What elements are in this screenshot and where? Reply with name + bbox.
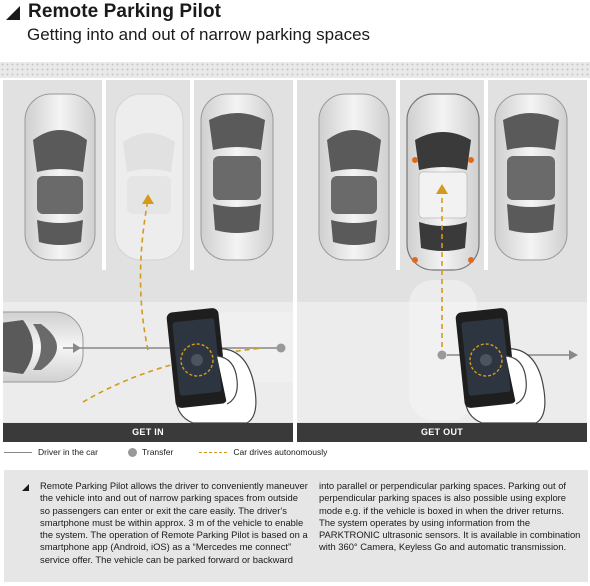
- parked-car-right: [494, 93, 568, 261]
- description-box: Remote Parking Pilot allows the driver t…: [4, 470, 588, 582]
- decorative-dotted-strip: [0, 62, 590, 78]
- hand-with-smartphone: [455, 308, 546, 424]
- legend-line-icon: [4, 451, 32, 453]
- get-out-label: GET OUT: [297, 423, 587, 442]
- moving-car-in-lane: [3, 311, 84, 383]
- hand-with-smartphone: [166, 308, 257, 424]
- parked-car-left: [318, 93, 390, 261]
- legend-dot-icon: [128, 447, 137, 457]
- legend-transfer: Transfer: [120, 447, 173, 457]
- legend-autonomous: Car drives autonomously: [195, 447, 327, 457]
- target-car-ghost: [114, 93, 184, 261]
- legend-dashed-line-icon: [199, 451, 228, 453]
- page-subtitle: Getting into and out of narrow parking s…: [27, 25, 371, 44]
- get-out-illustration: [297, 80, 587, 424]
- get-out-panel: GET OUT: [297, 80, 587, 442]
- get-in-panel: GET IN: [3, 80, 293, 442]
- description-column-2: into parallel or perpendicular parking s…: [319, 480, 581, 553]
- legend: Driver in the car Transfer Car drives au…: [4, 444, 588, 460]
- title-triangle-icon: [6, 6, 20, 20]
- page-title: Remote Parking Pilot: [28, 1, 222, 22]
- legend-driver-in-car: Driver in the car: [4, 447, 98, 457]
- description-column-1: Remote Parking Pilot allows the driver t…: [40, 480, 308, 565]
- title-row: Remote Parking Pilot: [6, 1, 221, 23]
- parked-car-right: [200, 93, 274, 261]
- get-in-illustration: [3, 80, 293, 424]
- header: Remote Parking Pilot Getting into and ou…: [0, 0, 590, 60]
- exiting-car: [406, 93, 480, 271]
- description-triangle-icon: [22, 484, 29, 491]
- get-in-label: GET IN: [3, 423, 293, 442]
- parked-car-left: [24, 93, 96, 261]
